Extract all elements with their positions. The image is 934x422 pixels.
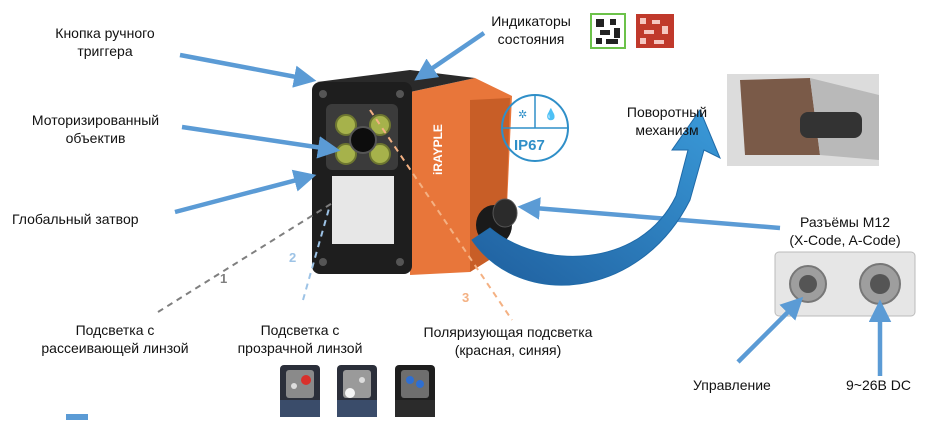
label-clear-light: Подсветка с прозрачной линзой bbox=[237, 322, 363, 356]
water-drop-icon: 💧 bbox=[544, 108, 558, 121]
label-diffuse-light: Подсветка с рассеивающей линзой bbox=[41, 322, 189, 356]
label-status-indicators: Индикаторы состояния bbox=[491, 13, 571, 47]
label-power: 9~26В DC bbox=[846, 377, 911, 393]
arrow-manual-trigger bbox=[179, 52, 317, 88]
led-icon bbox=[369, 143, 391, 165]
led-icon bbox=[369, 114, 391, 136]
arrow-global-shutter bbox=[174, 169, 317, 215]
ip67-badge: ✲ 💧 IP67 bbox=[501, 94, 569, 162]
dust-icon: ✲ bbox=[518, 108, 527, 121]
arrow-control bbox=[736, 296, 804, 364]
ray-polarized bbox=[369, 109, 513, 321]
status-indicator-green bbox=[590, 13, 626, 49]
ray-clear bbox=[302, 204, 331, 301]
arrow-status-indicators bbox=[414, 31, 486, 81]
logo-fragment bbox=[66, 414, 88, 420]
arrow-motorized-lens bbox=[181, 124, 341, 159]
camera-thumb-2 bbox=[337, 365, 377, 417]
ray-number-1: 1 bbox=[220, 271, 227, 286]
camera-device: iRAYPLE bbox=[312, 70, 518, 275]
label-manual-trigger: Кнопка ручного триггера bbox=[55, 25, 155, 59]
status-indicator-red bbox=[636, 14, 674, 48]
label-m12-connectors: Разъёмы M12 (X-Code, A-Code) bbox=[789, 214, 901, 248]
brand-text: iRAYPLE bbox=[431, 124, 445, 175]
rotation-arrow bbox=[471, 108, 721, 286]
label-polarized-light: Поляризующая подсветка (красная, синяя) bbox=[423, 324, 593, 358]
lens-icon bbox=[349, 126, 377, 154]
arrow-m12 bbox=[517, 197, 781, 231]
ray-diffuse bbox=[157, 201, 335, 313]
led-icon bbox=[335, 114, 357, 136]
label-motorized-lens: Моторизированный объектив bbox=[31, 112, 160, 146]
label-control: Управление bbox=[693, 377, 771, 393]
camera-thumb-3 bbox=[395, 365, 435, 417]
diffuser-window bbox=[332, 176, 394, 244]
label-rotary-mechanism: Поворотный механизм bbox=[626, 104, 708, 138]
camera-thumb-1 bbox=[280, 365, 320, 417]
ray-number-3: 3 bbox=[462, 290, 469, 305]
svg-text:IP67: IP67 bbox=[514, 137, 545, 154]
label-global-shutter: Глобальный затвор bbox=[12, 211, 139, 227]
rotary-photo bbox=[727, 74, 879, 166]
ray-number-2: 2 bbox=[289, 250, 296, 265]
